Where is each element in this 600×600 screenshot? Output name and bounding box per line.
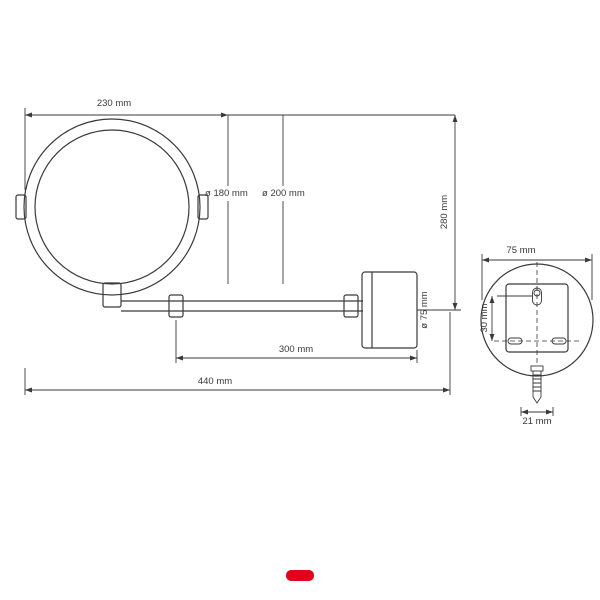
dim-width-230: 230 mm <box>24 98 455 190</box>
dim-screw-length-21: 21 mm <box>520 407 554 427</box>
dim-inner-diameter-180: ø 180 mm <box>205 115 248 284</box>
dim-height-280: 280 mm <box>417 115 461 311</box>
dim-label-height: 280 mm <box>439 195 450 229</box>
dim-outer-diameter-200: ø 200 mm <box>262 115 305 284</box>
wall-plate-detail-view: 75 mm 30 mm 21 mm <box>479 245 594 427</box>
arm-joint-2 <box>343 294 359 318</box>
dim-hole-offset-30: 30 mm <box>479 295 532 341</box>
dim-arm-length-300: 300 mm <box>175 320 418 363</box>
keyhole-outline <box>532 287 542 306</box>
dim-label-total-reach: 440 mm <box>198 376 232 387</box>
mirror-outer-circle <box>23 118 201 296</box>
wall-plate-side <box>361 271 418 349</box>
mounting-bracket <box>505 283 569 353</box>
wall-plate-front-circle <box>480 263 594 377</box>
dim-label-screw-length: 21 mm <box>522 416 551 427</box>
dim-label-hole-offset: 30 mm <box>479 303 490 332</box>
dimensions-main-view: 230 mm ø 180 mm ø 200 mm 280 mm ø 75 mm <box>24 98 461 395</box>
arm-joint-1 <box>168 294 184 318</box>
dim-plate-width-75: 75 mm <box>481 245 593 300</box>
mirror-side-view <box>15 118 418 349</box>
keyhole-circle <box>533 289 541 297</box>
dim-label-outer-diameter: ø 200 mm <box>262 188 305 199</box>
mirror-right-pivot <box>197 194 209 220</box>
dim-label-inner-diameter: ø 180 mm <box>205 188 248 199</box>
screw-thread <box>532 371 542 404</box>
mirror-bottom-joint <box>102 282 122 308</box>
screw-collar <box>530 365 544 372</box>
keyhole-slot <box>532 287 542 306</box>
dim-label-width: 230 mm <box>97 98 131 109</box>
screw-slot-left <box>507 337 523 345</box>
dim-label-plate-width: 75 mm <box>506 245 535 256</box>
dim-plate-diameter-75-side: ø 75 mm <box>419 291 430 329</box>
mirror-left-pivot <box>15 194 27 220</box>
dim-label-plate-diameter: ø 75 mm <box>419 291 430 329</box>
mirror-inner-circle <box>34 129 190 285</box>
dim-label-arm-length: 300 mm <box>279 344 313 355</box>
screw-slot-right <box>551 337 567 345</box>
anchor-screw <box>530 365 544 404</box>
dim-total-reach-440: 440 mm <box>24 312 451 395</box>
brand-logo <box>286 570 314 581</box>
